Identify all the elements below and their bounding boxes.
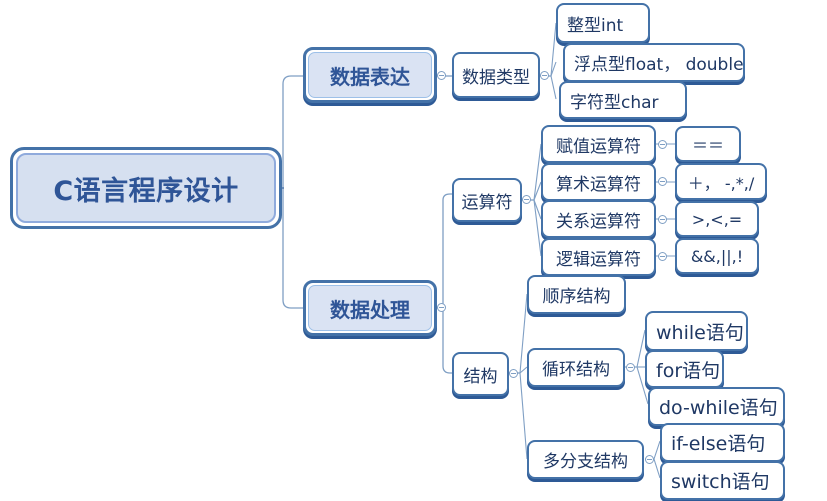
leaf-logical-symbols-value: &&,||,! bbox=[690, 246, 744, 266]
leaf-for-statement[interactable]: for语句 bbox=[645, 350, 724, 388]
node-arithmetic-operator[interactable]: 算术运算符 bbox=[541, 163, 656, 201]
node-operators-label: 运算符 bbox=[461, 192, 513, 213]
node-relational-operator-label: 关系运算符 bbox=[556, 211, 641, 232]
leaf-type-int[interactable]: 整型int bbox=[556, 3, 650, 43]
collapse-toggle-loop-structure[interactable] bbox=[626, 363, 635, 372]
leaf-type-int-label: 整型int bbox=[567, 15, 624, 36]
leaf-type-char[interactable]: 字符型char bbox=[559, 81, 687, 119]
leaf-arithmetic-symbols-value: ＋， -,*,/ bbox=[687, 173, 755, 193]
leaf-type-float-double-label: 浮点型float， double bbox=[574, 55, 744, 75]
leaf-while-statement[interactable]: while语句 bbox=[645, 311, 748, 351]
root-node[interactable]: C语言程序设计 bbox=[10, 147, 282, 229]
collapse-toggle-assignment-operator[interactable] bbox=[658, 140, 667, 149]
node-logical-operator[interactable]: 逻辑运算符 bbox=[541, 238, 656, 276]
leaf-if-else-statement[interactable]: if-else语句 bbox=[660, 423, 785, 462]
branch-node-data-expression-label: 数据表达 bbox=[308, 52, 432, 98]
leaf-for-statement-label: for语句 bbox=[656, 359, 721, 382]
root-node-label: C语言程序设计 bbox=[16, 153, 276, 223]
node-assignment-operator[interactable]: 赋值运算符 bbox=[541, 125, 656, 163]
node-branch-structure-label: 多分支结构 bbox=[543, 452, 628, 472]
leaf-type-char-label: 字符型char bbox=[570, 92, 659, 113]
node-loop-structure-label: 循环结构 bbox=[542, 360, 610, 380]
collapse-toggle-branch-structure[interactable] bbox=[645, 455, 654, 464]
leaf-assignment-symbols-value: ＝＝ bbox=[691, 136, 724, 155]
leaf-while-statement-label: while语句 bbox=[656, 321, 744, 344]
leaf-do-while-statement-label: do-while语句 bbox=[659, 397, 778, 419]
node-relational-operator[interactable]: 关系运算符 bbox=[541, 200, 656, 238]
leaf-relational-symbols-value: >,<,= bbox=[691, 209, 743, 229]
leaf-arithmetic-symbols[interactable]: ＋， -,*,/ bbox=[675, 163, 767, 200]
node-data-type-label: 数据类型 bbox=[462, 67, 530, 88]
branch-node-data-expression[interactable]: 数据表达 bbox=[303, 47, 437, 103]
leaf-do-while-statement[interactable]: do-while语句 bbox=[648, 387, 785, 426]
node-sequence-structure-label: 顺序结构 bbox=[542, 287, 611, 307]
node-arithmetic-operator-label: 算术运算符 bbox=[556, 174, 641, 195]
collapse-toggle-data-expression[interactable] bbox=[437, 71, 446, 80]
branch-node-data-processing-label: 数据处理 bbox=[308, 285, 432, 331]
collapse-toggle-data-processing[interactable] bbox=[437, 303, 446, 312]
node-logical-operator-label: 逻辑运算符 bbox=[556, 249, 641, 270]
node-data-type[interactable]: 数据类型 bbox=[452, 52, 540, 98]
leaf-if-else-statement-label: if-else语句 bbox=[671, 433, 766, 455]
collapse-toggle-structures[interactable] bbox=[509, 369, 518, 378]
leaf-assignment-symbols[interactable]: ＝＝ bbox=[675, 126, 741, 162]
leaf-type-float-double[interactable]: 浮点型float， double bbox=[563, 43, 745, 82]
leaf-switch-statement-label: switch语句 bbox=[671, 471, 770, 493]
node-assignment-operator-label: 赋值运算符 bbox=[556, 136, 641, 157]
node-loop-structure[interactable]: 循环结构 bbox=[527, 348, 625, 387]
collapse-toggle-data-type[interactable] bbox=[540, 71, 549, 80]
collapse-toggle-arithmetic-operator[interactable] bbox=[658, 177, 667, 186]
leaf-relational-symbols[interactable]: >,<,= bbox=[675, 201, 759, 237]
leaf-switch-statement[interactable]: switch语句 bbox=[660, 461, 785, 500]
node-branch-structure[interactable]: 多分支结构 bbox=[527, 440, 644, 479]
branch-node-data-processing[interactable]: 数据处理 bbox=[303, 280, 437, 336]
collapse-toggle-relational-operator[interactable] bbox=[658, 215, 667, 224]
collapse-toggle-operators[interactable] bbox=[522, 195, 531, 204]
leaf-logical-symbols[interactable]: &&,||,! bbox=[675, 238, 759, 274]
node-operators[interactable]: 运算符 bbox=[452, 178, 522, 222]
node-structures[interactable]: 结构 bbox=[452, 352, 509, 396]
node-structures-label: 结构 bbox=[463, 366, 498, 387]
node-sequence-structure[interactable]: 顺序结构 bbox=[527, 275, 626, 314]
collapse-toggle-logical-operator[interactable] bbox=[658, 252, 667, 261]
